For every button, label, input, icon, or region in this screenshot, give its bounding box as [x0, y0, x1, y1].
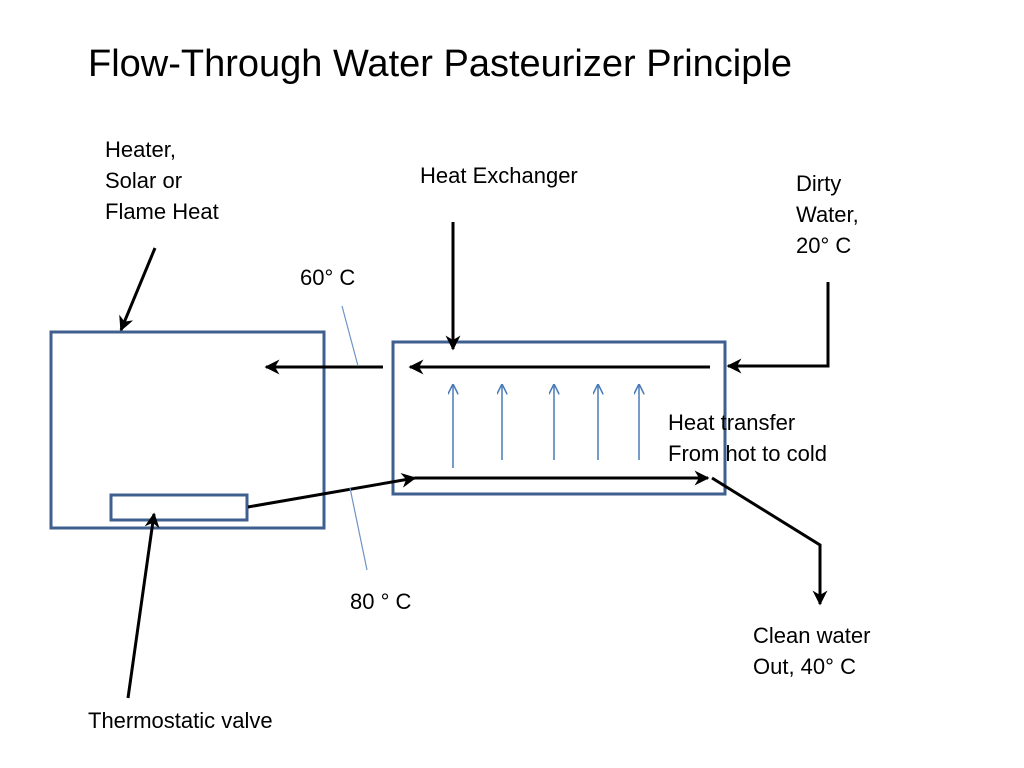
heat-exchanger — [391, 340, 727, 496]
temp-60-label: 60° C — [300, 262, 355, 293]
heat-exchanger-label: Heat Exchanger — [420, 160, 578, 191]
heater-label-line: Heater, — [105, 137, 176, 162]
temp-80-label-text: 80 ° C — [350, 589, 412, 614]
heater-tank — [49, 330, 326, 530]
thermostatic-valve-label: Thermostatic valve — [88, 705, 273, 736]
temp-60-label-text: 60° C — [300, 265, 356, 290]
clean-water-label-line: Clean water — [753, 623, 871, 648]
dirty-water-label: Dirty Water, 20° C — [796, 168, 859, 261]
heat-exchanger-label-text: Heat Exchanger — [420, 163, 578, 188]
clean-water-label-line: Out, 40° C — [753, 654, 856, 679]
dirty-water-label-line: Water, — [796, 202, 859, 227]
thermostatic-valve — [109, 493, 249, 522]
heater-label-line: Solar or — [105, 168, 183, 193]
heat-transfer-label: Heat transfer From hot to cold — [668, 407, 827, 469]
heat-transfer-label-line: From hot to cold — [668, 441, 827, 466]
temp-80-label: 80 ° C — [350, 586, 411, 617]
heater-pointer-arrow — [119, 247, 157, 332]
temp-60-leader-line — [341, 305, 359, 367]
dirty-water-label-line: 20° C — [796, 233, 852, 258]
thermostatic-valve-pointer-arrow — [126, 512, 160, 699]
dirty-water-label-line: Dirty — [796, 171, 842, 196]
heater-label-line: Flame Heat — [105, 199, 219, 224]
valve-outflow-arrow — [247, 472, 417, 509]
heater-label: Heater, Solar or Flame Heat — [105, 134, 219, 227]
clean-water-outflow-arrow — [711, 476, 828, 606]
heat-transfer-label-line: Heat transfer — [668, 410, 796, 435]
clean-water-label: Clean water Out, 40° C — [753, 620, 870, 682]
slide-title: Flow-Through Water Pasteurizer Principle — [88, 43, 792, 85]
dirty-water-inflow-arrow — [726, 282, 830, 374]
thermostatic-valve-label-text: Thermostatic valve — [88, 708, 273, 733]
temp-80-leader-line — [349, 487, 368, 571]
